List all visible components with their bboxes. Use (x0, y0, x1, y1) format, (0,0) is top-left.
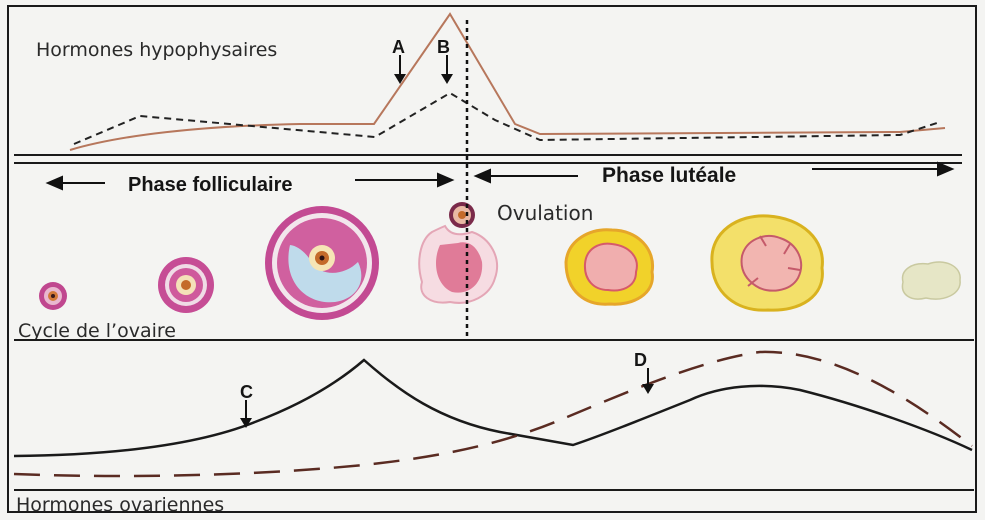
marker-a-label: A (392, 37, 405, 57)
lh-curve (70, 14, 945, 150)
luteal-phase-label: Phase lutéale (602, 164, 736, 187)
marker-d-arrow (642, 368, 654, 394)
ovulation-label: Ovulation (497, 201, 593, 225)
marker-c-label: C (240, 382, 253, 402)
ovulated-oocyte (449, 202, 475, 228)
follicular-phase-label: Phase folliculaire (128, 174, 293, 196)
follicle-stage-3-antral (265, 206, 379, 320)
progesterone-curve (14, 352, 972, 476)
follicle-stage-1 (39, 282, 67, 310)
ovary-cycle-label: Cycle de l’ovaire (18, 320, 176, 342)
ruptured-follicle (419, 226, 497, 303)
fsh-curve (74, 93, 940, 144)
follicle-stage-2 (158, 257, 214, 313)
corpus-luteum-early (566, 230, 653, 304)
marker-d-label: D (634, 350, 647, 370)
top-panel-title: Hormones hypophysaires (36, 39, 277, 61)
marker-b-label: B (437, 37, 450, 57)
marker-b-arrow (441, 55, 453, 84)
corpus-luteum-mature (712, 216, 823, 310)
bottom-panel-title: Hormones ovariennes (16, 494, 224, 516)
corpus-albicans (902, 262, 960, 299)
